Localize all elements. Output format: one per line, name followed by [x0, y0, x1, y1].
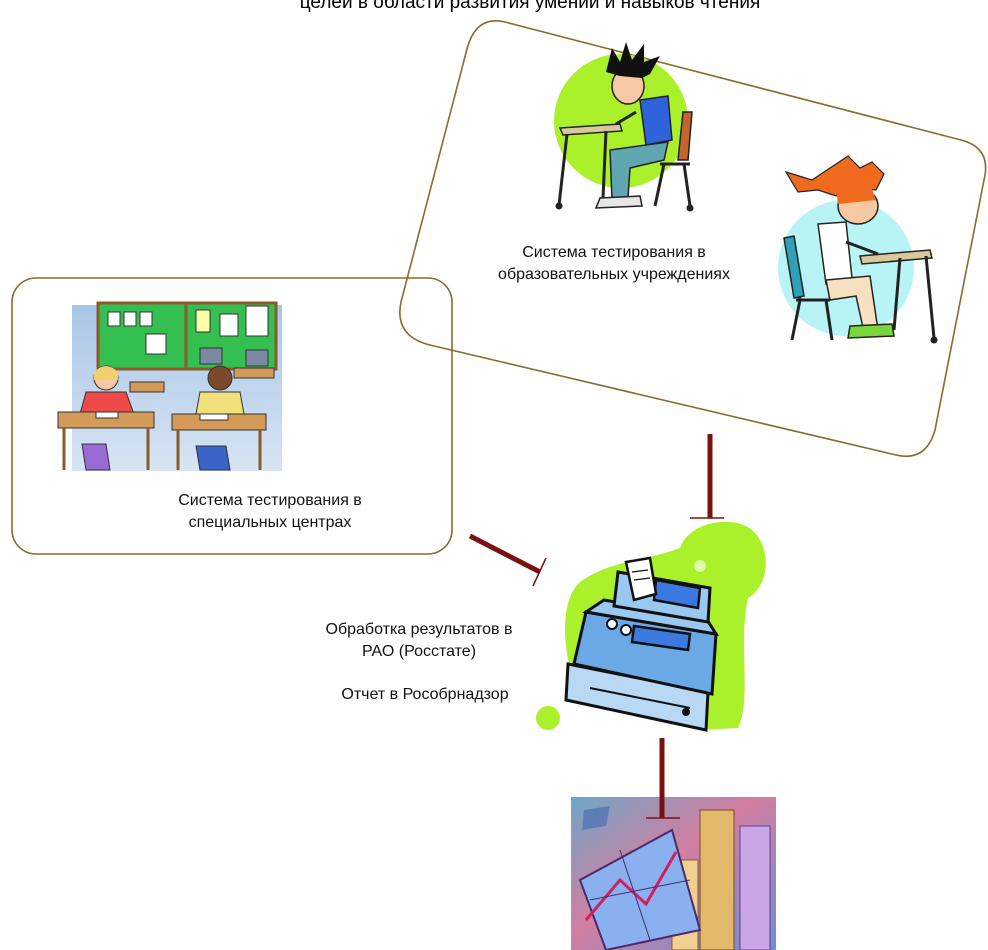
- boy-at-desk-illustration: [554, 42, 694, 212]
- center-testing-frame: [11, 277, 453, 555]
- connector-center-to-processing: [468, 533, 547, 587]
- connector-school-to-processing: [690, 434, 724, 519]
- classroom-illustration: [57, 301, 282, 471]
- center-testing-label-line1: Система тестирования в: [178, 492, 362, 509]
- page-title: целей в области развития умений и навыко…: [299, 0, 761, 13]
- school-testing-label: Система тестирования в образовательных у…: [444, 242, 784, 286]
- school-testing-frame: [399, 20, 987, 457]
- connector-processing-to-report: [646, 738, 680, 819]
- city-chart-painting: [571, 797, 776, 950]
- girl-at-desk-illustration: [778, 155, 938, 344]
- processing-label-line1: Обработка результатов в: [325, 621, 513, 638]
- cash-register-illustration: [536, 521, 766, 732]
- report-label-text: Отчет в Рособрнадзор: [341, 686, 509, 703]
- center-testing-label-line2: специальных центрах: [188, 514, 352, 531]
- school-testing-label-line2: образовательных учреждениях: [498, 266, 730, 283]
- center-testing-label: Система тестирования в специальных центр…: [120, 490, 420, 534]
- report-label: Отчет в Рособрнадзор: [290, 684, 560, 706]
- school-testing-label-line1: Система тестирования в: [522, 244, 706, 261]
- processing-label: Обработка результатов в РАО (Росстате): [274, 619, 564, 663]
- processing-label-line2: РАО (Росстате): [361, 643, 477, 660]
